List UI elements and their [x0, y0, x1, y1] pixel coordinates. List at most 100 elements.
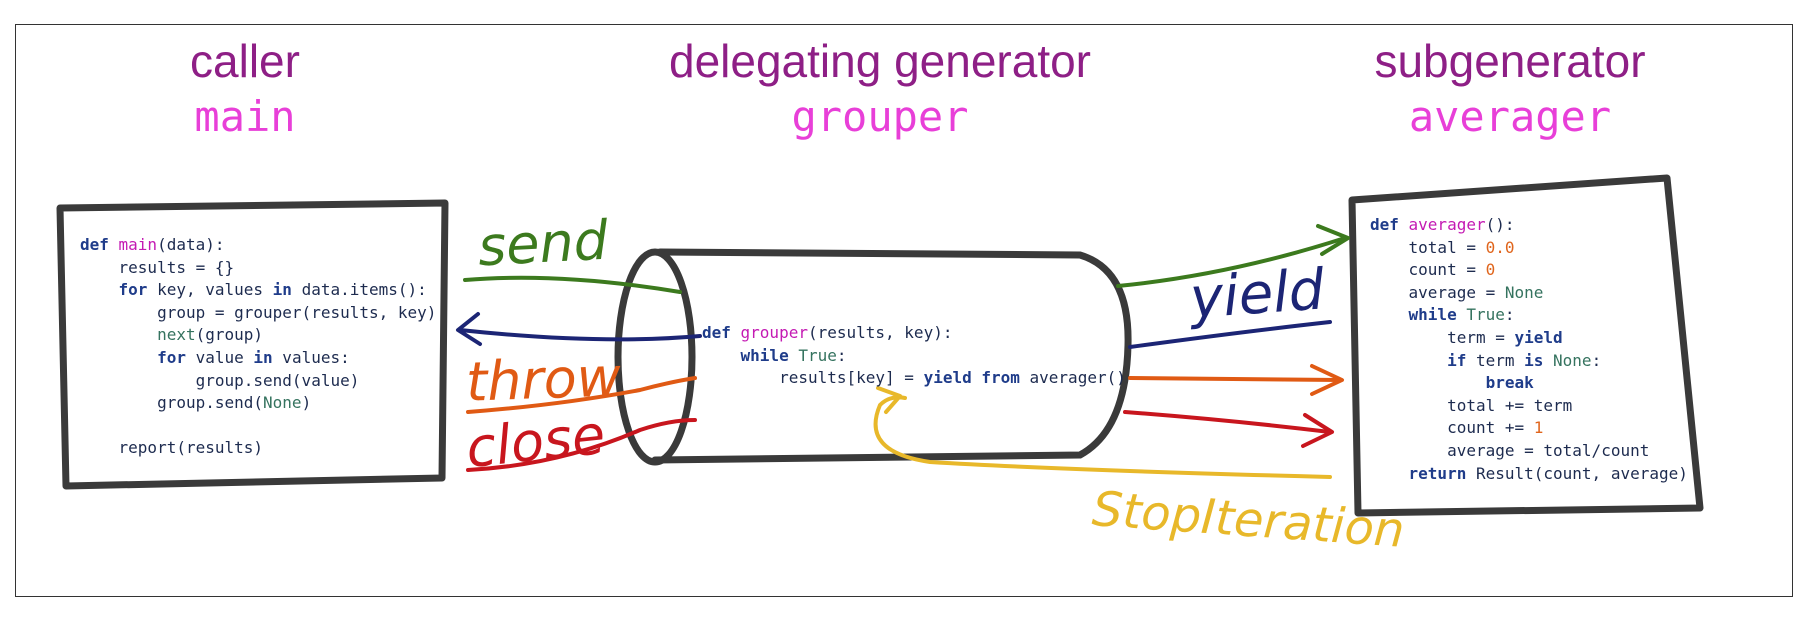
code-token: (group) — [195, 325, 264, 345]
main-code-line: results = {} — [80, 257, 436, 280]
code-token: None — [263, 393, 302, 413]
code-token: yield — [1514, 327, 1563, 347]
code-token: total += term — [1370, 395, 1573, 415]
main-code-line: def main(data): — [80, 234, 436, 257]
code-token: averager() — [1019, 368, 1126, 388]
code-token: group.send(value) — [80, 370, 360, 390]
averager-code-line: break — [1370, 372, 1688, 395]
code-token: def — [1370, 215, 1409, 234]
pipe-body — [651, 248, 1132, 464]
close-to-subgenerator-head — [1301, 413, 1334, 448]
averager-code-line: if term is None: — [1370, 350, 1688, 373]
main-code-line: group.send(None) — [80, 392, 436, 415]
code-token — [80, 348, 157, 367]
caller-title: caller — [190, 35, 300, 87]
code-token: : — [1591, 350, 1602, 370]
code-token: : — [836, 345, 847, 365]
code-token: : — [1504, 305, 1515, 325]
code-token: (data): — [157, 235, 225, 254]
averager-code: def averager(): total = 0.0 count = 0 av… — [1370, 214, 1688, 485]
code-token: None — [1553, 350, 1592, 370]
code-token: average = — [1370, 282, 1505, 302]
code-token: yield from — [923, 368, 1020, 388]
code-token: report(results) — [80, 438, 264, 458]
yield-label: yield — [1187, 257, 1327, 332]
main-code: def main(data): results = {} for key, va… — [80, 234, 436, 460]
grouper-code-line: while True: — [702, 345, 1126, 368]
subgenerator-box — [1348, 174, 1704, 517]
code-token: group = grouper(results, key) — [80, 302, 437, 322]
code-token: for — [157, 347, 186, 367]
code-token: count = — [1370, 260, 1486, 280]
delegating-heading: delegating generator grouper — [620, 38, 1140, 138]
grouper-code-line: results[key] = yield from averager() — [702, 367, 1126, 390]
code-token: break — [1485, 373, 1534, 393]
code-token: 0.0 — [1485, 237, 1515, 257]
code-token: (): — [1485, 215, 1515, 234]
yield-to-caller-line — [458, 328, 702, 342]
code-token: group.send( — [80, 393, 264, 413]
stopiteration-head — [876, 386, 902, 414]
code-token: data.items(): — [291, 280, 427, 300]
pipe-opening — [614, 248, 696, 466]
code-token: is — [1524, 350, 1544, 370]
averager-code-line: average = total/count — [1370, 440, 1688, 463]
main-code-line: for value in values: — [80, 347, 436, 370]
code-token: in — [253, 347, 273, 367]
throw-to-subgenerator-head — [1310, 364, 1344, 396]
code-token: def — [702, 323, 741, 342]
close-arrow-line — [466, 418, 697, 472]
send-to-subgenerator-head — [1316, 224, 1350, 256]
code-token: results = {} — [80, 257, 235, 277]
averager-code-line: count = 0 — [1370, 259, 1688, 282]
code-token: count += — [1370, 418, 1534, 438]
code-token: ) — [301, 393, 312, 413]
code-token: if — [1447, 350, 1467, 370]
code-token: total = — [1370, 237, 1486, 257]
averager-code-line: term = yield — [1370, 327, 1688, 350]
code-token — [80, 280, 119, 299]
code-token: 1 — [1533, 418, 1544, 438]
code-token — [1457, 305, 1467, 324]
code-token: values: — [272, 347, 350, 367]
delegating-function-name: grouper — [791, 92, 969, 141]
averager-code-line: return Result(count, average) — [1370, 463, 1688, 486]
code-token: while — [1408, 305, 1457, 325]
subgenerator-title: subgenerator — [1374, 35, 1646, 87]
averager-code-line: total = 0.0 — [1370, 237, 1688, 260]
code-token: True — [1466, 305, 1505, 325]
close-to-subgenerator-line — [1123, 410, 1332, 434]
code-token — [1370, 351, 1447, 370]
code-token — [1370, 464, 1409, 483]
averager-code-line: while True: — [1370, 304, 1688, 327]
code-token: term = — [1370, 327, 1515, 347]
code-token — [1370, 373, 1486, 392]
code-token: return — [1408, 463, 1467, 483]
code-token: main — [118, 235, 158, 254]
caller-heading: caller main — [145, 38, 345, 138]
main-code-line: next(group) — [80, 324, 436, 347]
code-token: for — [118, 280, 148, 300]
code-token: term — [1466, 350, 1525, 370]
code-token: None — [1504, 282, 1544, 302]
code-token: 0 — [1485, 260, 1496, 280]
yield-to-caller-head — [456, 312, 482, 346]
code-token: grouper — [740, 323, 808, 342]
throw-arrow-line — [466, 376, 697, 414]
code-token: Result(count, average) — [1466, 463, 1688, 483]
code-token — [1543, 351, 1553, 370]
main-code-line — [80, 415, 436, 438]
main-code-line: report(results) — [80, 437, 436, 460]
code-token: averager — [1408, 215, 1486, 234]
code-token: while — [740, 345, 789, 365]
delegating-title: delegating generator — [669, 35, 1091, 87]
send-label: send — [476, 208, 610, 279]
caller-box — [56, 199, 449, 490]
send-arrow-line — [463, 275, 682, 294]
averager-code-line: def averager(): — [1370, 214, 1688, 237]
code-token — [80, 325, 157, 344]
subgenerator-function-name: averager — [1408, 92, 1612, 141]
code-token — [702, 346, 741, 365]
code-token: value — [185, 347, 254, 367]
